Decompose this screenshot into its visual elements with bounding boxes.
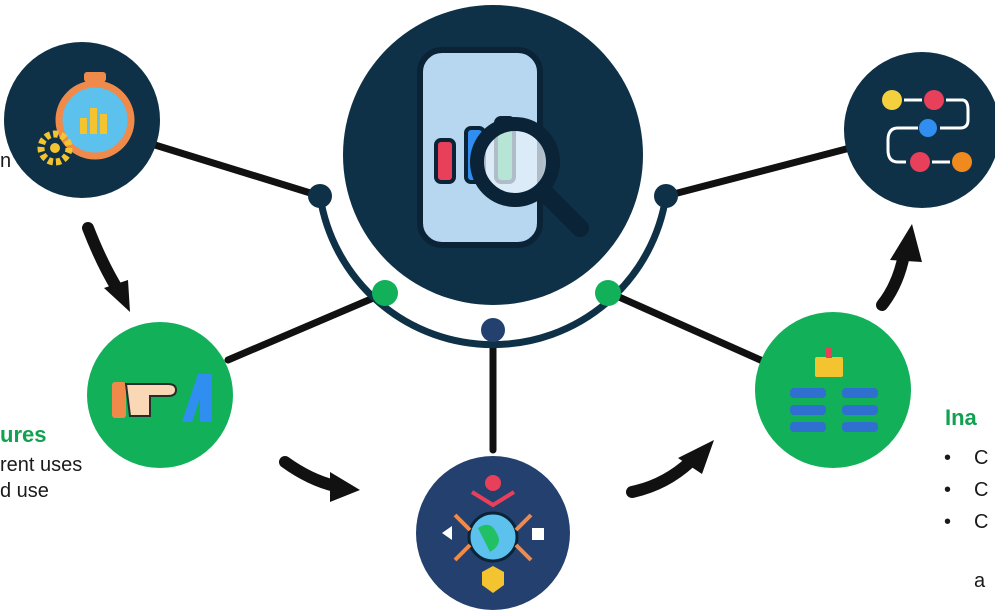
dot-mid-left bbox=[372, 280, 398, 306]
connector-lines bbox=[151, 141, 854, 454]
dot-bottom bbox=[481, 318, 505, 342]
dot-mid-right bbox=[595, 280, 621, 306]
top-left-node bbox=[4, 42, 160, 198]
left-panel-line-2: d use bbox=[0, 480, 49, 502]
connector-top-right bbox=[662, 144, 854, 200]
stopwatch-chart-gear-icon bbox=[37, 72, 135, 166]
connector-mid-left bbox=[224, 289, 389, 364]
global-collaboration-icon bbox=[442, 475, 544, 593]
right-bullet-1: C bbox=[938, 442, 995, 474]
center-node bbox=[343, 5, 643, 305]
dot-top-right bbox=[654, 184, 678, 208]
right-panel-bullets: C C C bbox=[938, 442, 995, 538]
arrow-midright-to-topright bbox=[876, 224, 922, 311]
connector-mid-right bbox=[606, 289, 769, 366]
left-panel-title: ures bbox=[0, 422, 47, 447]
arrow-bottom-to-midright bbox=[626, 440, 714, 498]
right-panel-title: Ina bbox=[945, 405, 977, 430]
phone-analytics-magnifier-icon bbox=[417, 47, 589, 248]
arrow-topleft-to-midleft bbox=[82, 222, 130, 312]
flow-arrows bbox=[82, 222, 922, 502]
right-bullet-3: C bbox=[938, 506, 995, 538]
right-bullet-2: C bbox=[938, 474, 995, 506]
center-arc bbox=[316, 195, 670, 349]
workflow-process-icon bbox=[882, 90, 972, 172]
top-left-text-fragment: n bbox=[0, 150, 12, 172]
pointing-hand-books-icon bbox=[112, 374, 212, 422]
left-panel-line-1: rent uses bbox=[0, 454, 83, 476]
connector-top-left bbox=[151, 141, 324, 200]
mid-left-node bbox=[87, 322, 233, 468]
top-right-node bbox=[844, 52, 995, 208]
mid-right-node bbox=[755, 312, 911, 468]
bottom-node bbox=[416, 456, 570, 610]
arrow-midleft-to-bottom bbox=[279, 456, 360, 502]
dot-top-left bbox=[308, 184, 332, 208]
right-panel-trailing: a bbox=[974, 570, 986, 592]
conference-audience-icon bbox=[790, 348, 878, 432]
